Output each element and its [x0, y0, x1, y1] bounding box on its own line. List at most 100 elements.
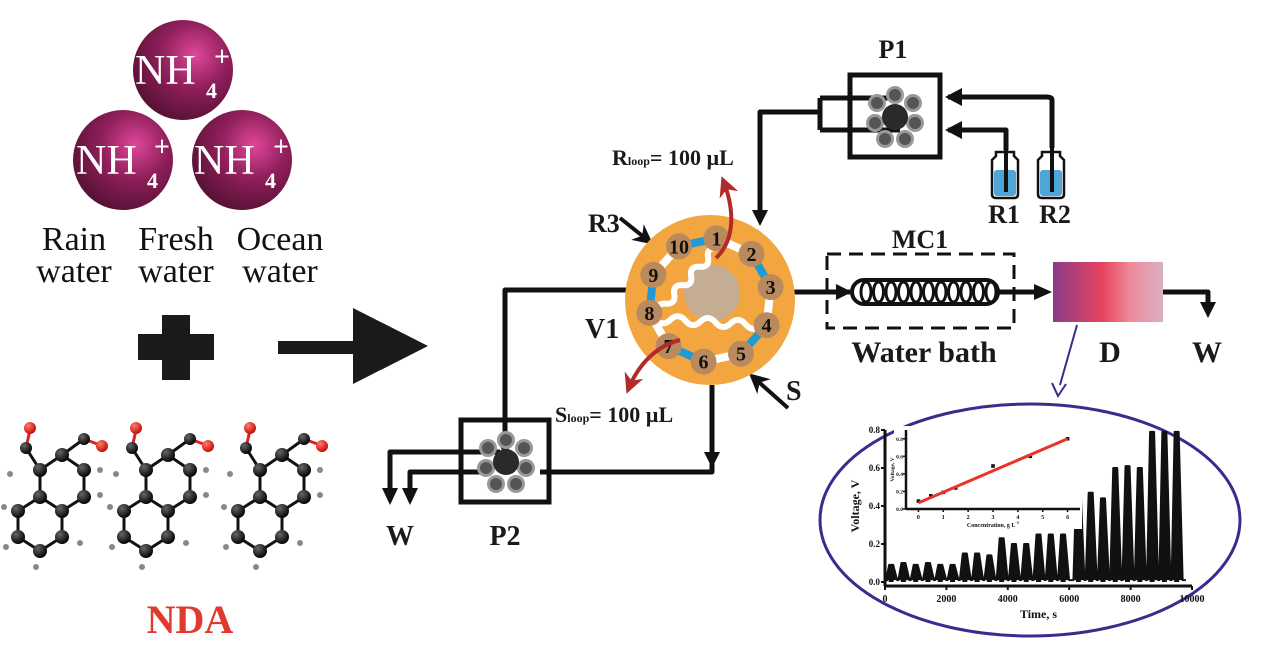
y-tick-label: 0.2: [869, 539, 881, 549]
carbon-atom: [183, 490, 197, 504]
carbon-atom: [297, 490, 311, 504]
sample-loop: [654, 245, 717, 314]
s-loop-arrow: [624, 338, 681, 394]
valve-port-label: 8: [644, 303, 654, 325]
calibration-point: [1065, 436, 1070, 441]
svg-text:4: 4: [147, 168, 158, 193]
carbon-atom: [298, 433, 310, 445]
pump-p2[interactable]: [458, 417, 552, 505]
hydrogen-atom: [253, 564, 259, 570]
carbon-atom: [117, 530, 131, 544]
reagent-r3-label: R3: [588, 209, 620, 238]
valve-port: [690, 348, 717, 375]
oxygen-atom: [24, 422, 36, 434]
plus-icon: [138, 315, 214, 380]
carbon-atom: [78, 433, 90, 445]
valve-port: [728, 340, 754, 367]
svg-text:4: 4: [265, 168, 276, 193]
hydrogen-atom: [97, 492, 103, 498]
detector-callout-line: [1059, 324, 1078, 386]
valve-port-label: 4: [762, 315, 772, 337]
hydrogen-atom: [297, 540, 303, 546]
inset-y-tick-label: 0.8: [896, 437, 903, 443]
inset-x-tick-label: 1: [942, 515, 945, 521]
carbon-atom: [183, 463, 197, 477]
oxygen-atom: [202, 440, 214, 452]
valve-port-label: 1: [711, 228, 721, 250]
reagent-r1-label: R1: [988, 200, 1020, 229]
inset-y-tick-label: 0.6: [896, 454, 903, 460]
coil-turn: [984, 280, 998, 304]
carbon-atom: [139, 544, 153, 558]
svg-text:NH: NH: [194, 138, 255, 184]
coil-turn: [934, 280, 948, 304]
coil-turn: [859, 280, 873, 304]
carbon-atom: [77, 490, 91, 504]
source-ocean-line2: water: [242, 253, 318, 290]
nda-molecules: [1, 422, 328, 570]
ammonium-ion-left: NH 4 +: [73, 110, 173, 210]
carbon-atom: [55, 504, 69, 518]
calibration-point: [916, 499, 921, 503]
oxygen-atom: [130, 422, 142, 434]
coil-turn: [972, 280, 985, 304]
coil-turn: [922, 280, 935, 304]
carbon-atom: [231, 530, 245, 544]
valve-port-label: 2: [746, 244, 756, 266]
nda-molecule: [1, 422, 108, 570]
hydrogen-atom: [183, 540, 189, 546]
source-ocean-line1: Ocean: [237, 221, 324, 258]
valve-port-label: 9: [648, 265, 658, 287]
source-rain-line1: Rain: [42, 221, 106, 258]
detector-d-label: D: [1099, 336, 1121, 369]
detector-d[interactable]: [1053, 262, 1163, 322]
hydrogen-atom: [139, 564, 145, 570]
carbon-atom: [139, 490, 153, 504]
y-tick-label: 0.0: [869, 577, 881, 587]
carbon-atom: [20, 442, 32, 454]
svg-text:NH: NH: [135, 48, 196, 94]
inset-y-tick-label: 0.2: [896, 489, 903, 495]
carbon-atom: [240, 442, 252, 454]
carbon-atom: [11, 504, 25, 518]
s-loop-label: Sloop= 100 µL: [555, 402, 673, 427]
ammonium-ion-group: NH 4 + NH 4 + NH 4 +: [73, 20, 292, 210]
mixing-coil-mc1: [825, 252, 1016, 330]
inset-y-tick-label: 0.0: [896, 507, 903, 513]
nda-label: NDA: [147, 597, 234, 642]
carbon-atom: [126, 442, 138, 454]
carbon-atom: [161, 530, 175, 544]
x-axis-label: Time, s: [1020, 607, 1057, 621]
hydrogen-atom: [221, 504, 227, 510]
carbon-atom: [231, 504, 245, 518]
hydrogen-atom: [317, 492, 323, 498]
ammonium-ion-top: NH 4 +: [133, 20, 233, 120]
hydrogen-atom: [107, 504, 113, 510]
carbon-atom: [33, 490, 47, 504]
pump-p2-label: P2: [489, 521, 520, 552]
sample-loop: [653, 313, 763, 332]
hydrogen-atom: [203, 467, 209, 473]
y-tick-label: 0.4: [869, 501, 881, 511]
tubing: [382, 88, 1216, 505]
carbon-atom: [275, 448, 289, 462]
source-rain-line2: water: [36, 253, 112, 290]
vial-r1: [990, 150, 1020, 200]
hydrogen-atom: [113, 471, 119, 477]
water-source-labels: Rain water Fresh water Ocean water: [36, 221, 323, 290]
hydrogen-atom: [223, 544, 229, 550]
carbon-atom: [139, 463, 153, 477]
valve-port-label: 3: [766, 277, 776, 299]
svg-text:4: 4: [206, 78, 217, 103]
nda-molecule: [221, 422, 328, 570]
pump-p1[interactable]: [847, 72, 943, 160]
x-tick-label: 8000: [1121, 594, 1141, 605]
valve-port: [703, 225, 730, 252]
calibration-fit-line: [917, 437, 1069, 505]
carbon-atom: [253, 544, 267, 558]
x-tick-label: 10000: [1180, 594, 1205, 605]
